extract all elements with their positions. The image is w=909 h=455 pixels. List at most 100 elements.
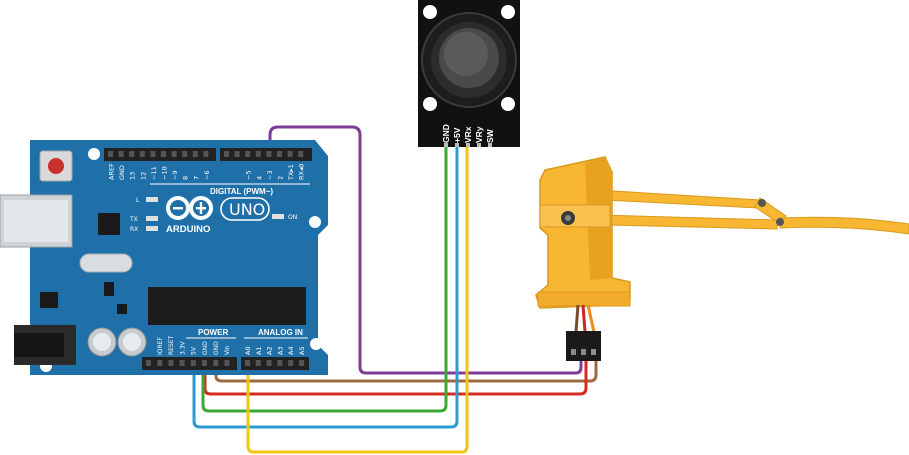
header-pin-hole[interactable] — [179, 360, 185, 366]
analog-header — [241, 357, 309, 370]
power-pin-label: 5V — [191, 346, 198, 355]
led-rx — [146, 226, 158, 231]
wire-yellow-vrx[interactable] — [246, 146, 469, 454]
analog-pin-label: A2 — [266, 346, 274, 355]
top-pin-label: 2 — [277, 176, 285, 180]
crystal-oscillator — [79, 253, 133, 273]
header-pin-hole[interactable] — [298, 151, 304, 157]
header-pin-hole[interactable] — [129, 151, 135, 157]
servo-arm-extension — [779, 216, 909, 235]
led-rx-label: RX — [130, 226, 138, 233]
power-pin-label: RESET — [168, 335, 175, 355]
header-pin-hole[interactable] — [277, 360, 283, 366]
led-l-label: L — [136, 197, 140, 204]
mounting-hole — [309, 216, 321, 228]
joystick-thumbstick-highlight — [444, 32, 488, 76]
top-pin-label: GND — [118, 165, 126, 180]
capacitor-top — [123, 333, 141, 351]
header-pin-hole[interactable] — [171, 151, 177, 157]
header-pin-hole[interactable] — [146, 360, 151, 366]
analog-pin-label: A0 — [244, 346, 252, 355]
power-header — [142, 357, 237, 370]
top-pin-label: RX◂0 — [298, 164, 306, 180]
dc-power-jack-inner — [14, 333, 64, 357]
header-pin-hole[interactable] — [203, 151, 209, 157]
servo-body — [535, 156, 631, 309]
wires — [192, 125, 598, 454]
mounting-hole — [88, 148, 100, 160]
joystick-mount-hole — [501, 97, 515, 111]
servo-arm-assembly — [535, 156, 909, 361]
led-tx-label: TX — [129, 216, 138, 223]
joystick-pin[interactable] — [466, 143, 470, 147]
header-pin-hole[interactable] — [266, 360, 272, 366]
header-pin-hole[interactable] — [255, 360, 261, 366]
header-pin-hole[interactable] — [234, 151, 240, 157]
arm-joint-screw — [758, 199, 766, 207]
power-pin-label: IOREF — [157, 337, 164, 355]
top-pin-label: ~11 — [150, 166, 158, 180]
header-pin-hole[interactable] — [213, 360, 219, 366]
led-l — [146, 197, 158, 202]
joystick-pin-label: VRy — [474, 126, 484, 143]
red-reset-button-icon[interactable] — [48, 158, 64, 174]
joystick-pin[interactable] — [488, 143, 492, 147]
header-pin-hole[interactable] — [139, 151, 145, 157]
wire-blue-power[interactable] — [192, 146, 459, 429]
header-pin-hole[interactable] — [224, 360, 230, 366]
wire-green-ground[interactable] — [201, 146, 448, 413]
header-pin-hole[interactable] — [192, 151, 198, 157]
analog-pin-label: A3 — [276, 346, 284, 355]
joystick-mount-hole — [423, 97, 437, 111]
header-pin-hole[interactable] — [277, 151, 282, 157]
servo-connector[interactable] — [566, 331, 601, 361]
header-pin-hole[interactable] — [288, 360, 294, 366]
servo-horn-screw-center — [565, 215, 571, 221]
servo-horn-block — [539, 204, 611, 228]
header-pin-hole[interactable] — [161, 151, 166, 157]
digital-header-label: DIGITAL (PWM~) — [210, 187, 273, 196]
joystick-pin[interactable] — [455, 143, 459, 147]
analog-pin-label: A5 — [298, 346, 306, 355]
header-pin-hole[interactable] — [108, 151, 113, 157]
servo-cable-red — [581, 304, 587, 333]
header-pin-hole[interactable] — [245, 360, 250, 366]
joystick-pin[interactable] — [477, 143, 481, 147]
header-pin-hole[interactable] — [245, 151, 251, 157]
top-pin-label: ~9 — [171, 170, 179, 180]
header-pin-hole[interactable] — [299, 360, 304, 366]
header-pin-hole[interactable] — [190, 360, 196, 366]
header-pin-hole[interactable] — [118, 151, 124, 157]
header-pin-hole[interactable] — [255, 151, 261, 157]
bottom-header-holes — [146, 360, 304, 366]
power-pin-label: 3.3V — [179, 340, 186, 355]
wire-brown-ground[interactable] — [214, 360, 598, 383]
power-pin-label: GND — [202, 341, 209, 355]
header-pin-hole[interactable] — [202, 360, 207, 366]
wire-red-power[interactable] — [203, 360, 588, 396]
top-pin-label: ~6 — [203, 170, 211, 180]
header-pin-hole[interactable] — [287, 151, 293, 157]
led-on-label: ON — [288, 214, 297, 221]
header-pin-hole[interactable] — [224, 151, 229, 157]
header-pin-hole[interactable] — [182, 151, 188, 157]
wire-purple-signal[interactable] — [268, 125, 583, 375]
joystick-pin-label: +5V — [452, 127, 462, 143]
joystick-pin-label: GND — [441, 124, 451, 143]
analog-pin-label: A1 — [255, 346, 263, 355]
joystick-pin-label: SW — [485, 128, 495, 143]
header-pin-hole[interactable] — [266, 151, 272, 157]
top-pin-label: AREF — [108, 163, 116, 180]
header-pin-hole[interactable] — [150, 151, 156, 157]
header-pin-hole[interactable] — [157, 360, 163, 366]
header-pin-hole[interactable] — [168, 360, 174, 366]
capacitor-top — [93, 333, 111, 351]
joystick-pin[interactable] — [444, 143, 448, 147]
servo-base-plate — [537, 291, 631, 307]
top-pin-label: 13 — [129, 172, 137, 180]
power-pin-label: GND — [213, 341, 220, 355]
analog-in-label: ANALOG IN — [258, 328, 303, 337]
